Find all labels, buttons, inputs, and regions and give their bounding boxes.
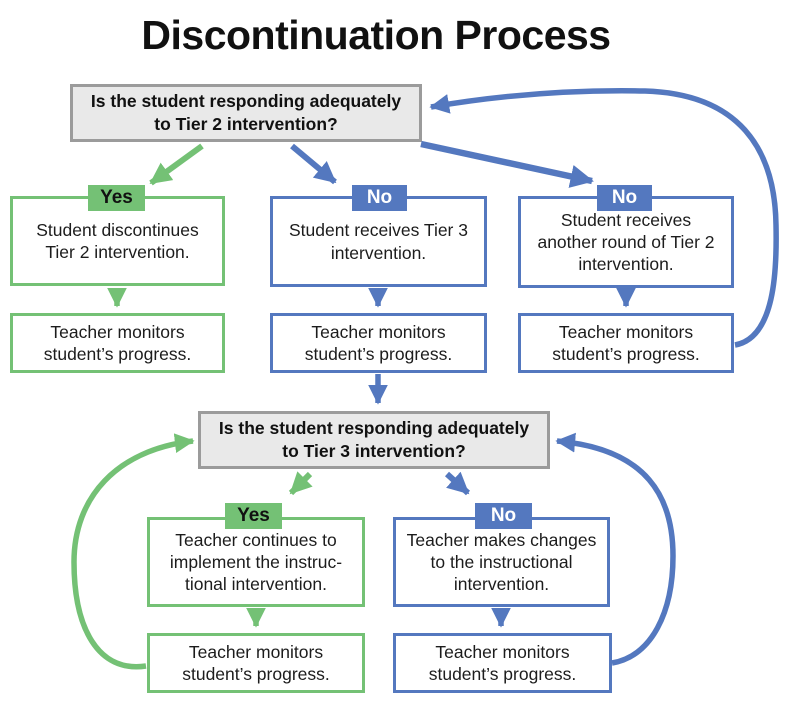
node-text: Teacher monitors student’s progress. [43,321,192,364]
node-tier2-yes-action: Student discontinues Tier 2 intervention… [10,196,225,286]
node-tier3-no-action: Teacher makes changes to the instruction… [393,517,610,607]
node-tier3-yes-monitor: Teacher monitors student’s progress. [147,633,365,693]
arrow-tier2-to-no-repeat [420,140,594,188]
node-tier2-yes-monitor: Teacher monitors student’s progress. [10,313,225,373]
decision-tier2-text: Is the student responding adequately to … [90,90,402,134]
arrow-tier3-to-no [444,471,471,496]
decision-tier2: Is the student responding adequately to … [70,84,422,142]
arrow-tier2-to-no-tier3 [290,143,337,185]
decision-tier3-text: Is the student responding adequately to … [218,417,530,461]
node-text: Teacher monitors student’s progress. [428,641,577,684]
arrow-tier3-to-yes [288,471,313,496]
node-tier2-no-repeat-monitor: Teacher monitors student’s progress. [518,313,734,373]
decision-tier3: Is the student responding adequately to … [198,411,550,469]
node-text: Student receives another round of Tier 2… [537,209,715,275]
tab-tier2-yes: Yes [88,185,145,211]
page-title: Discontinuation Process [141,12,611,58]
node-tier2-no-tier3-monitor: Teacher monitors student’s progress. [270,313,487,373]
tab-tier3-no: No [475,503,532,529]
node-text: Teacher continues to implement the instr… [169,529,343,595]
node-tier3-yes-action: Teacher continues to implement the instr… [147,517,365,607]
arrow-tier2-to-yes [149,143,204,186]
node-text: Teacher makes changes to the instruction… [406,529,597,595]
node-tier3-no-monitor: Teacher monitors student’s progress. [393,633,612,693]
node-text: Teacher monitors student’s progress. [304,321,453,364]
tab-tier2-no-repeat: No [597,185,652,211]
tab-tier2-no-tier3: No [352,185,407,211]
node-text: Teacher monitors student’s progress. [182,641,330,684]
tab-tier3-yes: Yes [225,503,282,529]
node-text: Student discontinues Tier 2 intervention… [36,219,199,262]
node-text: Teacher monitors student’s progress. [552,321,700,364]
node-text: Student receives Tier 3 intervention. [289,220,468,263]
